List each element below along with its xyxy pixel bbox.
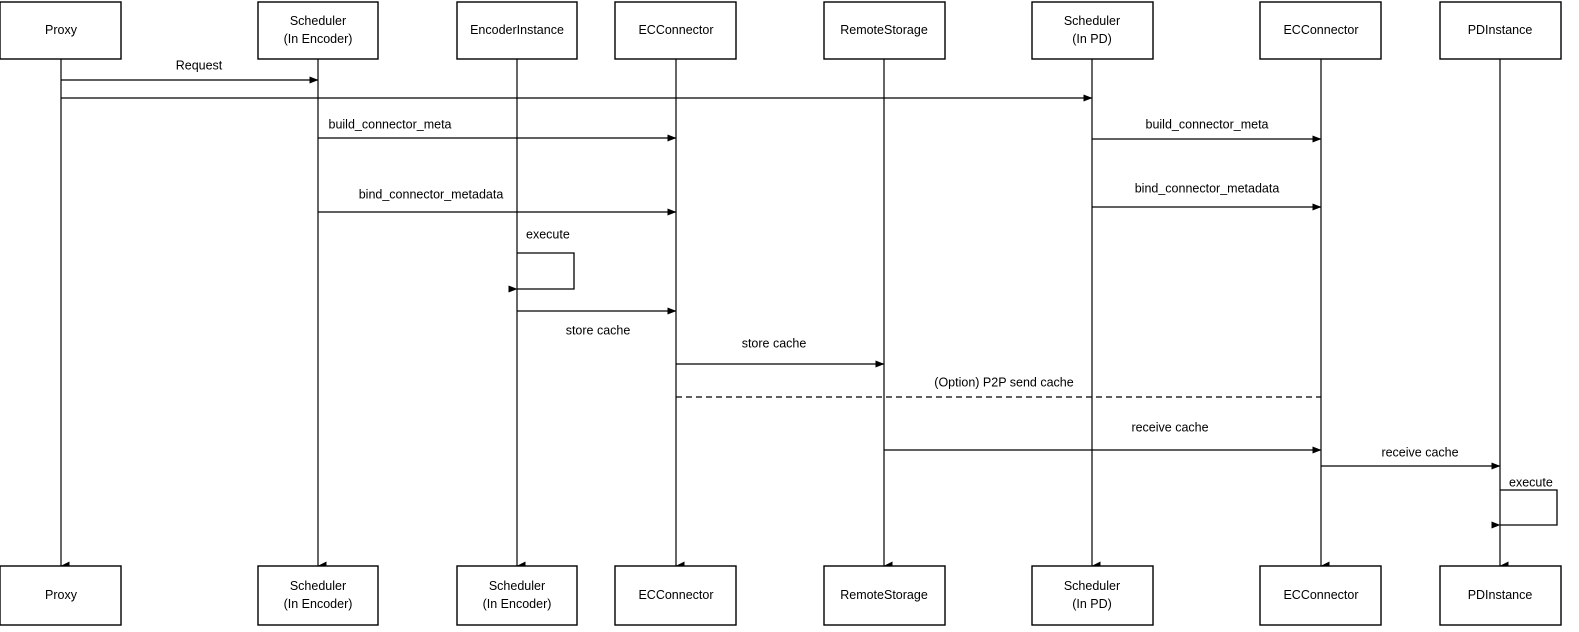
participant-header-box-sched_pd[interactable] (1031, 1, 1154, 60)
message-label-m4: build_connector_meta (1146, 117, 1269, 131)
participant-footer-label-pdinstance: PDInstance (1468, 588, 1533, 602)
participant-header-box-ecconn_l[interactable] (614, 1, 737, 60)
participant-header-box-proxy[interactable] (0, 1, 122, 60)
participant-footer-label-encoder_inst-line1: Scheduler (489, 579, 545, 593)
participant-header-label-proxy: Proxy (45, 23, 78, 37)
participant-footer-label-ecconn_r: ECConnector (1283, 588, 1358, 602)
lifelines-group (60, 59, 1509, 571)
participant-footer-label-sched_pd-line2: (In PD) (1072, 597, 1112, 611)
participant-footer-box-encoder_inst[interactable] (456, 565, 578, 626)
participant-header-box-pdinstance[interactable] (1439, 1, 1562, 60)
message-label-m5: bind_connector_metadata (359, 187, 504, 201)
participant-header-label-pdinstance: PDInstance (1468, 23, 1533, 37)
participant-header-boxes: Proxy Scheduler (In Encoder) EncoderInstanc… (0, 1, 1562, 60)
participant-footer-boxes: Proxy Scheduler (In Encoder) Scheduler (In E… (0, 565, 1562, 626)
self-message-loop-s1[interactable] (508, 252, 575, 293)
participant-header-box-ecconn_r[interactable] (1259, 1, 1382, 60)
self-message-label-s1: execute (526, 227, 570, 241)
participant-footer-label-remote: RemoteStorage (840, 588, 928, 602)
participant-footer-label-proxy: Proxy (45, 588, 78, 602)
participant-header-box-remote[interactable] (823, 1, 946, 60)
self-message-loop-s2[interactable] (1491, 489, 1558, 529)
participant-footer-label-sched_enc-line1: Scheduler (290, 579, 346, 593)
participant-header-label-ecconn_r: ECConnector (1283, 23, 1358, 37)
participant-header-box-sched_enc[interactable] (257, 1, 379, 60)
participant-header-label-remote: RemoteStorage (840, 23, 928, 37)
participant-header-label-sched_pd-line1: Scheduler (1064, 14, 1120, 28)
participant-footer-box-sched_pd[interactable] (1031, 565, 1154, 626)
participant-footer-box-pdinstance[interactable] (1439, 565, 1562, 626)
message-label-m8: store cache (742, 336, 807, 350)
message-label-m10: receive cache (1131, 420, 1208, 434)
participant-footer-box-ecconn_l[interactable] (614, 565, 737, 626)
participant-footer-label-sched_pd-line1: Scheduler (1064, 579, 1120, 593)
participant-header-label-ecconn_l: ECConnector (638, 23, 713, 37)
participant-footer-label-sched_enc-line2: (In Encoder) (284, 597, 353, 611)
message-label-m11: receive cache (1381, 445, 1458, 459)
participant-footer-label-ecconn_l: ECConnector (638, 588, 713, 602)
message-label-m1: Request (176, 58, 223, 72)
message-label-m7: store cache (566, 323, 631, 337)
participant-footer-label-encoder_inst-line2: (In Encoder) (483, 597, 552, 611)
participant-header-label-sched_pd-line2: (In PD) (1072, 32, 1112, 46)
participant-footer-box-proxy[interactable] (0, 565, 122, 626)
message-label-m9: (Option) P2P send cache (934, 375, 1073, 389)
participant-header-label-sched_enc-line2: (In Encoder) (284, 32, 353, 46)
messages-group: Request build_connector_meta build_connect… (61, 58, 1501, 470)
self-message-label-s2: execute (1509, 475, 1553, 489)
participant-header-label-encoder_inst: EncoderInstance (470, 23, 564, 37)
message-label-m3: build_connector_meta (329, 117, 452, 131)
participant-header-label-sched_enc-line1: Scheduler (290, 14, 346, 28)
self-messages-group: execute execute (508, 227, 1558, 529)
participant-footer-box-remote[interactable] (823, 565, 946, 626)
participant-header-box-encoder_inst[interactable] (456, 1, 578, 60)
message-label-m6: bind_connector_metadata (1135, 181, 1280, 195)
participant-footer-box-sched_enc[interactable] (257, 565, 379, 626)
participant-footer-box-ecconn_r[interactable] (1259, 565, 1382, 626)
